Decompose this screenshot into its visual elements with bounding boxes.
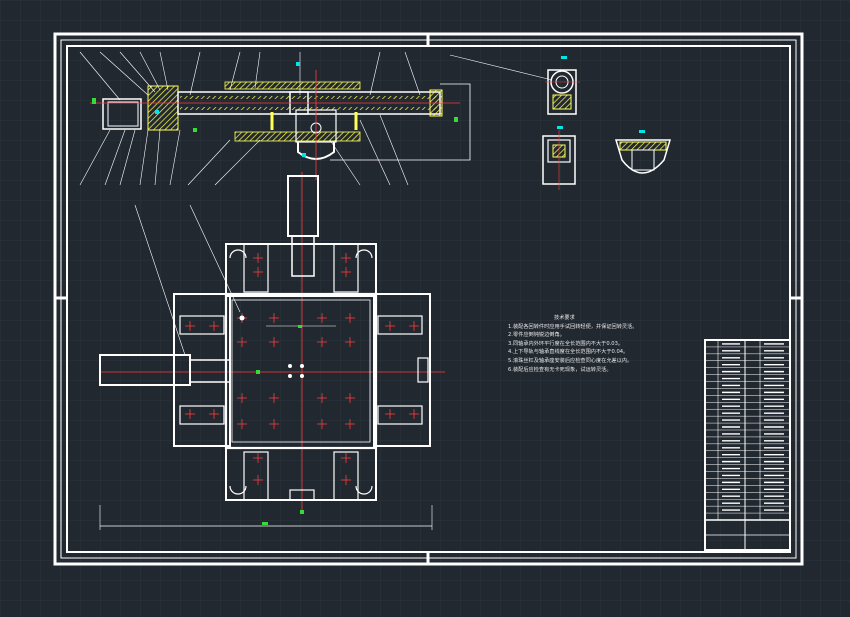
note-item-6: 6.装配后应检查有无卡死现象，试运转灵活。 [508,366,612,373]
note-item-2: 2.零件应倒钝锐边倒角。 [508,332,565,339]
technical-notes: 技术要求 1.装配各回转件时应用手试回转轻便，并保证回转灵活。 2.零件应倒钝锐… [508,314,637,374]
side-detail-views [542,69,672,190]
note-item-1: 1.装配各回转件时应用手试回转轻便，并保证回转灵活。 [508,323,638,330]
main-plan-view [99,172,445,530]
note-item-4: 4.上下导轨与轴承直线度在全长范围内不大于0.04。 [508,349,629,356]
note-item-3: 3.同轴承内外环平行度在全长范围内不大于0.03。 [508,340,624,347]
top-section-view [79,51,553,356]
detail-markers [557,56,645,133]
title-block [704,339,791,551]
drawing-border [53,32,804,566]
plan-markers [256,325,304,525]
notes-title: 技术要求 [554,315,575,321]
note-item-5: 5.滚珠丝杠及轴承座安装后应检查同心度在允差以内。 [508,357,633,364]
center-holes [239,315,304,378]
